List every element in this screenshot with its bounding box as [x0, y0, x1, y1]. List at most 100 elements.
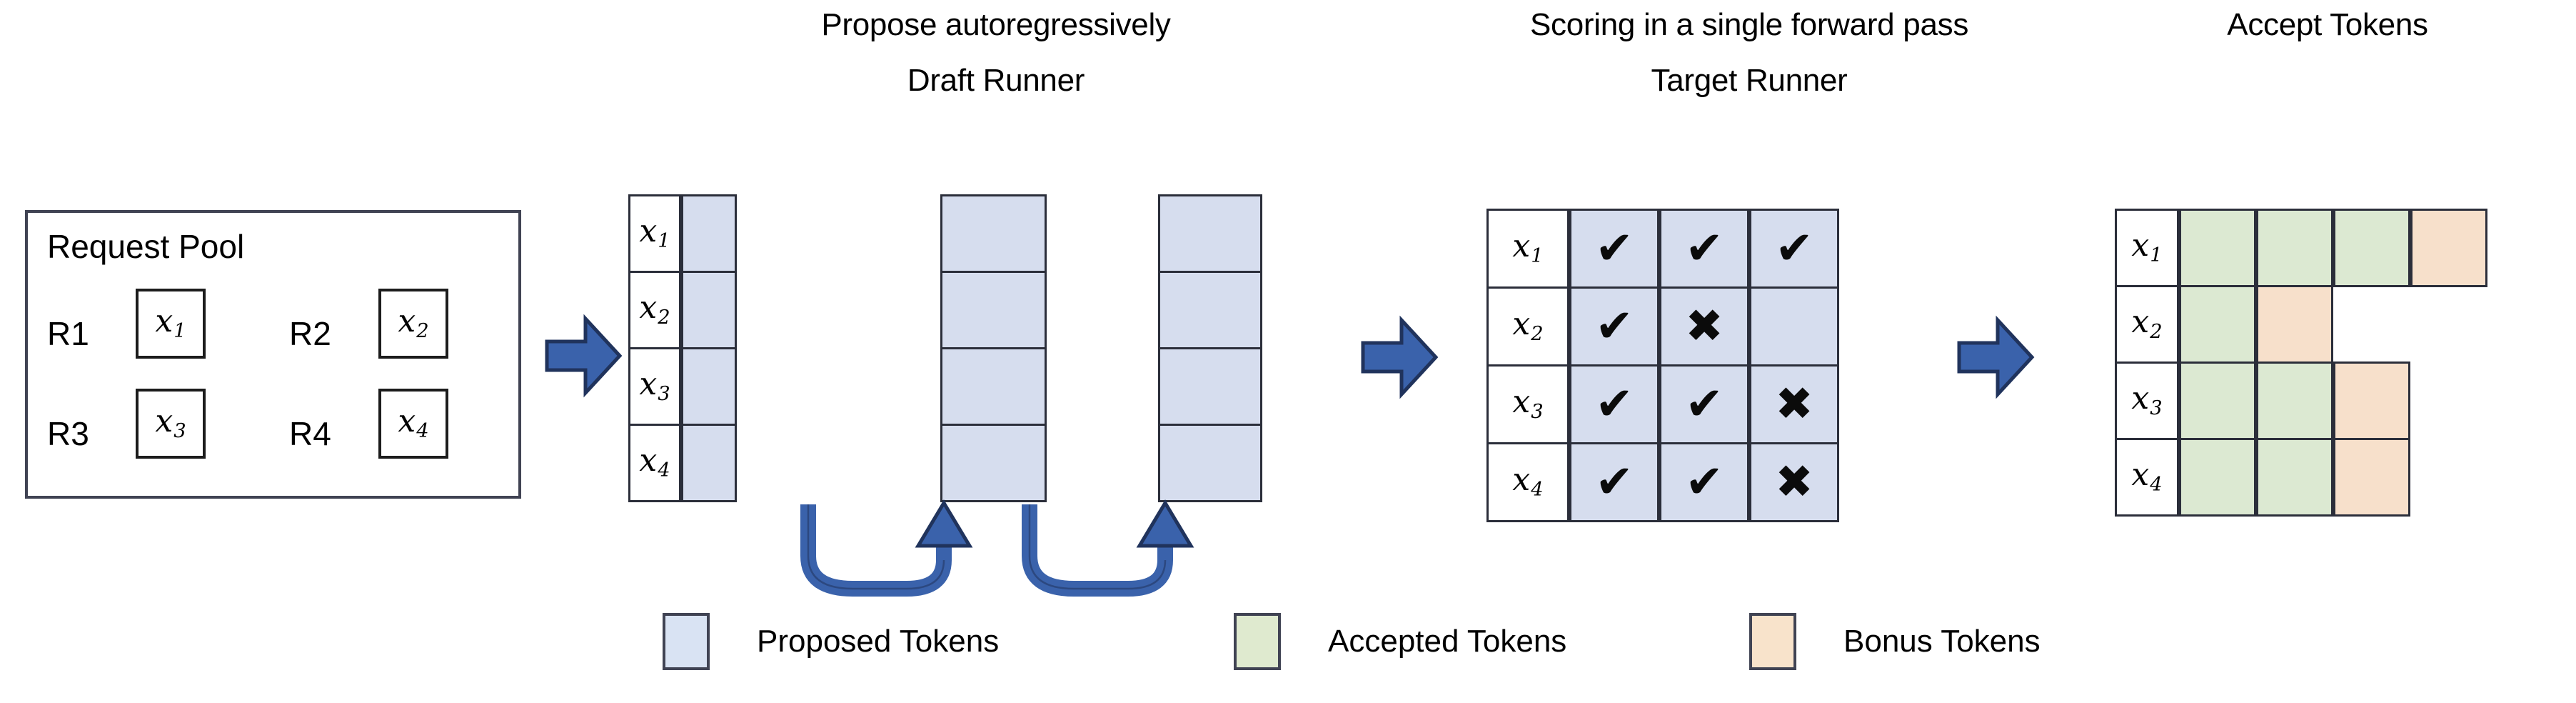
target-row-label-4: x4 [1486, 442, 1569, 522]
flow-arrow-pool-to-draft [544, 313, 623, 399]
draft-runner-grid: x1 x2 x3 x4 [628, 194, 737, 502]
bonus-token-cell [2333, 438, 2410, 517]
caption-scoring-single-forward-pass: Scoring in a single forward pass [1529, 7, 1969, 42]
accept-row-label-4: x4 [2115, 438, 2179, 517]
target-score-cell: ✖ [1749, 442, 1839, 522]
legend-item-bonus: Bonus Tokens [1749, 613, 2041, 670]
target-score-cell: ✔ [1749, 209, 1839, 289]
check-icon: ✔ [1775, 222, 1813, 275]
legend-label-bonus: Bonus Tokens [1843, 624, 2041, 659]
draft-proposed-cell [1158, 271, 1262, 349]
request-token-r2: x2 [398, 303, 429, 343]
check-icon: ✔ [1595, 300, 1634, 353]
legend-swatch-bonus [1749, 613, 1796, 670]
request-token-cell-r4: x4 [378, 389, 448, 459]
target-score-cell: ✔ [1569, 364, 1659, 444]
target-score-cell: ✔ [1659, 364, 1749, 444]
accept-row-labels: x1 x2 x3 x4 [2115, 209, 2179, 517]
accept-row-label-2: x2 [2115, 285, 2179, 364]
check-icon: ✔ [1685, 222, 1724, 275]
target-row-label-2: x2 [1486, 286, 1569, 367]
target-score-cell: ✔ [1659, 442, 1749, 522]
draft-proposed-cell [940, 271, 1047, 349]
request-label-r3: R3 [47, 415, 89, 452]
draft-row-label-1: x1 [628, 194, 681, 273]
check-icon: ✔ [1595, 222, 1634, 275]
accepted-token-cell [2333, 209, 2410, 287]
empty-cell [2410, 438, 2487, 517]
draft-proposed-cell [1158, 347, 1262, 426]
target-score-column-2: ✔ ✖ ✔ ✔ [1659, 209, 1749, 522]
autoregressive-loop-arrow-2 [1014, 499, 1199, 607]
target-runner-grid: x1 x2 x3 x4 ✔ ✔ ✔ ✔ ✔ ✖ ✔ ✔ ✔ ✖ ✖ [1486, 209, 1839, 522]
accept-row-label-1: x1 [2115, 209, 2179, 287]
accept-column-1 [2179, 209, 2256, 517]
bonus-token-cell [2333, 362, 2410, 440]
legend-label-accepted: Accepted Tokens [1328, 624, 1567, 659]
request-label-r1: R1 [47, 315, 89, 352]
draft-proposed-cell [681, 271, 737, 349]
target-score-cell: ✔ [1569, 442, 1659, 522]
target-score-cell: ✖ [1749, 364, 1839, 444]
draft-step-2-column [940, 194, 1047, 502]
caption-target-runner: Target Runner [1651, 63, 1848, 98]
legend-swatch-accepted [1234, 613, 1281, 670]
empty-cell [2333, 285, 2410, 364]
check-icon: ✔ [1595, 456, 1634, 509]
accept-tokens-grid: x1 x2 x3 x4 [2115, 209, 2487, 517]
draft-proposed-cell [681, 347, 737, 426]
check-icon: ✔ [1685, 456, 1724, 509]
caption-draft-runner: Draft Runner [907, 63, 1085, 98]
request-token-r4: x4 [398, 403, 429, 443]
draft-step-1-column [681, 194, 737, 502]
draft-row-label-3: x3 [628, 347, 681, 426]
draft-row-label-2: x2 [628, 271, 681, 349]
accept-column-3 [2333, 209, 2410, 517]
draft-runner-row-labels: x1 x2 x3 x4 [628, 194, 681, 502]
target-score-cell: ✔ [1659, 209, 1749, 289]
target-runner-row-labels: x1 x2 x3 x4 [1486, 209, 1569, 522]
accepted-token-cell [2179, 285, 2256, 364]
check-icon: ✔ [1685, 378, 1724, 431]
request-label-r2: R2 [289, 315, 331, 352]
draft-step-3-column [1158, 194, 1262, 502]
request-token-cell-r3: x3 [136, 389, 206, 459]
accept-column-2 [2256, 209, 2333, 517]
empty-cell [2410, 285, 2487, 364]
accepted-token-cell [2179, 362, 2256, 440]
accepted-token-cell [2256, 209, 2333, 287]
legend-item-accepted: Accepted Tokens [1234, 613, 1566, 670]
bonus-token-cell [2256, 285, 2333, 364]
request-pool-title: Request Pool [47, 228, 245, 265]
cross-icon: ✖ [1775, 378, 1813, 431]
target-score-column-3: ✔ ✖ ✖ [1749, 209, 1839, 522]
request-token-cell-r1: x1 [136, 289, 206, 359]
bonus-token-cell [2410, 209, 2487, 287]
request-token-r3: x3 [155, 403, 186, 443]
legend-label-proposed: Proposed Tokens [757, 624, 1000, 659]
empty-cell [2410, 362, 2487, 440]
request-label-r4: R4 [289, 415, 331, 452]
autoregressive-loop-arrow-1 [793, 499, 978, 607]
draft-proposed-cell [940, 194, 1047, 273]
flow-arrow-draft-to-target [1360, 314, 1439, 400]
target-score-column-1: ✔ ✔ ✔ ✔ [1569, 209, 1659, 522]
legend-swatch-proposed [663, 613, 710, 670]
draft-proposed-cell [940, 424, 1047, 502]
target-score-cell: ✔ [1569, 209, 1659, 289]
target-row-label-1: x1 [1486, 209, 1569, 289]
draft-proposed-cell [681, 424, 737, 502]
legend: Proposed Tokens Accepted Tokens Bonus To… [0, 613, 2576, 677]
accepted-token-cell [2179, 438, 2256, 517]
draft-proposed-cell [1158, 194, 1262, 273]
target-row-label-3: x3 [1486, 364, 1569, 444]
accepted-token-cell [2256, 438, 2333, 517]
accept-column-4 [2410, 209, 2487, 517]
request-token-cell-r2: x2 [378, 289, 448, 359]
draft-proposed-cell [681, 194, 737, 273]
caption-accept-tokens: Accept Tokens [2227, 7, 2428, 42]
draft-proposed-cell [1158, 424, 1262, 502]
target-score-cell: ✖ [1659, 286, 1749, 367]
request-token-r1: x1 [155, 303, 186, 343]
check-icon: ✔ [1595, 378, 1634, 431]
